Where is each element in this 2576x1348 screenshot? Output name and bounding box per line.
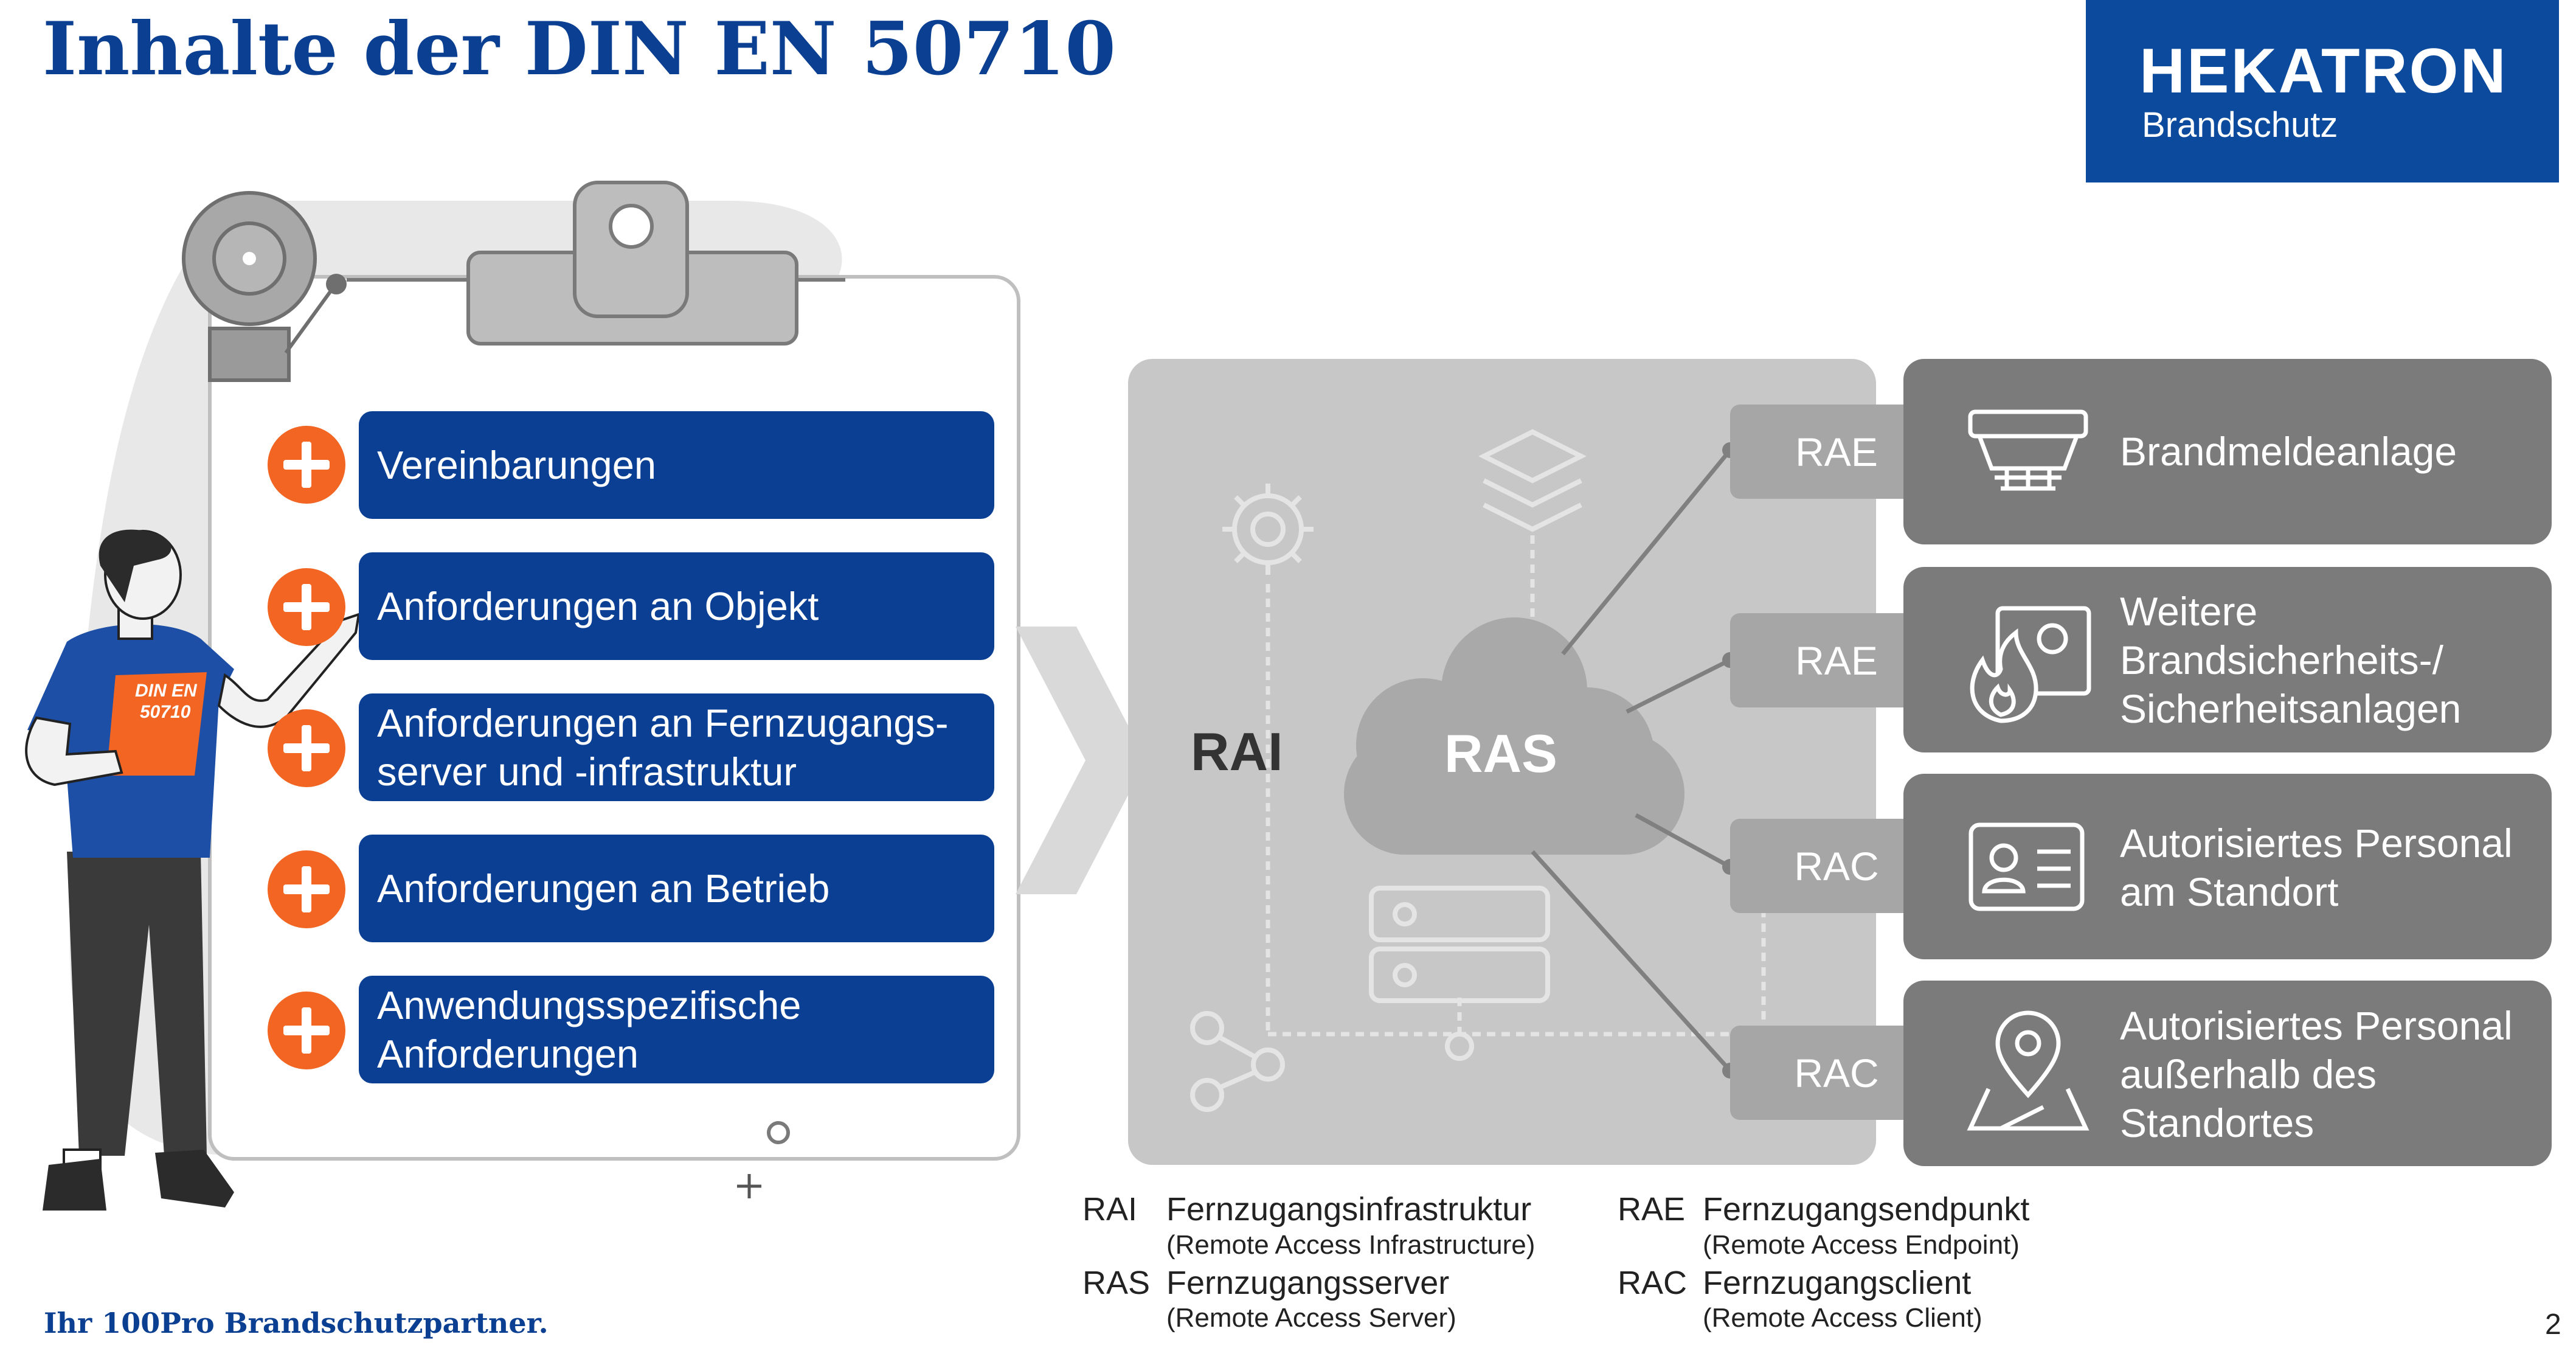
legend-abbr: RAS bbox=[1082, 1265, 1151, 1301]
plus-icon bbox=[268, 426, 345, 504]
legend-en: (Remote Access Server) bbox=[1166, 1303, 1456, 1333]
destination-label: Brandmeldeanlage bbox=[2120, 427, 2457, 476]
content-item-label: Vereinbarungen bbox=[377, 442, 656, 487]
page-title: Inhalte der DIN EN 50710 bbox=[43, 6, 1116, 92]
arrow-icon bbox=[1016, 627, 1146, 894]
shirt-text-line2: 50710 bbox=[140, 702, 191, 722]
destination-label: Autorisiertes Personal außerhalb des Sta… bbox=[2120, 1001, 2513, 1147]
legend-name: Fernzugangsinfrastruktur bbox=[1166, 1191, 1532, 1228]
legend-en: (Remote Access Endpoint) bbox=[1703, 1230, 2020, 1260]
legend-name: Fernzugangsserver bbox=[1166, 1265, 1450, 1301]
legend-en: (Remote Access Infrastructure) bbox=[1166, 1230, 1536, 1260]
content-item-betrieb: Anforderungen an Betrieb bbox=[359, 835, 994, 942]
content-item-vereinbarungen: Vereinbarungen bbox=[359, 411, 994, 519]
destination-line: Autorisiertes Personal bbox=[2120, 1003, 2513, 1048]
plus-icon bbox=[268, 568, 345, 646]
person-illustration: DIN EN 50710 bbox=[25, 529, 361, 1211]
destination-line: Sicherheitsanlagen bbox=[2120, 686, 2462, 731]
logo-brand: HEKATRON bbox=[2139, 36, 2508, 106]
plus-icon bbox=[268, 709, 345, 787]
destination-line: Autorisiertes Personal bbox=[2120, 821, 2513, 866]
ras-label: RAS bbox=[1444, 723, 1557, 783]
destination-line: am Standort bbox=[2120, 869, 2339, 914]
content-item-anwendungsspezifisch: Anwendungsspezifische Anforderungen bbox=[359, 976, 994, 1083]
destination-line: Standortes bbox=[2120, 1100, 2315, 1145]
legend-abbr: RAC bbox=[1618, 1265, 1688, 1301]
legend-abbr: RAI bbox=[1082, 1191, 1138, 1228]
plus-icon bbox=[268, 850, 345, 928]
content-item-objekt: Anforderungen an Objekt bbox=[359, 552, 994, 660]
destination-line: Brandmeldeanlage bbox=[2120, 429, 2457, 474]
destination-label: Weitere Brandsicherheits-/ Sicherheitsan… bbox=[2120, 587, 2461, 733]
content-item-label: Anforderungen an Betrieb bbox=[377, 866, 830, 911]
destination-line: Brandsicherheits-/ bbox=[2120, 638, 2443, 683]
legend-en: (Remote Access Client) bbox=[1703, 1303, 1982, 1333]
legend-abbr: RAE bbox=[1618, 1191, 1686, 1228]
fire-safety-icon bbox=[1970, 606, 2091, 723]
hekatron-logo: HEKATRON Brandschutz bbox=[2086, 0, 2559, 182]
legend-name: Fernzugangsclient bbox=[1703, 1265, 1972, 1301]
footer-tagline: Ihr 100Pro Brandschutzpartner. bbox=[44, 1307, 549, 1339]
content-item-label: Anwendungsspezifische bbox=[377, 982, 802, 1027]
content-item-label: Anforderungen an Objekt bbox=[377, 583, 819, 628]
legend-name: Fernzugangsendpunkt bbox=[1703, 1191, 2030, 1228]
page-number: 2 bbox=[2545, 1308, 2561, 1341]
map-pin-icon bbox=[1967, 1010, 2090, 1131]
smoke-detector-icon bbox=[1968, 409, 2088, 491]
plus-icon bbox=[268, 992, 345, 1069]
logo-subtitle: Brandschutz bbox=[2142, 105, 2338, 145]
content-item-label: Anforderungen bbox=[377, 1031, 639, 1076]
shirt-text-line1: DIN EN bbox=[135, 681, 198, 701]
destination-line: Weitere bbox=[2120, 589, 2258, 634]
remote-access-diagram bbox=[1128, 359, 1876, 1165]
destination-line: außerhalb des bbox=[2120, 1052, 2377, 1097]
rai-label: RAI bbox=[1191, 721, 1283, 782]
destination-label: Autorisiertes Personal am Standort bbox=[2120, 819, 2513, 916]
destination-box bbox=[1903, 359, 2552, 544]
content-item-label: server und -infrastruktur bbox=[377, 749, 797, 794]
content-item-fernzugangsserver: Anforderungen an Fernzugangs- server und… bbox=[359, 693, 994, 801]
content-item-label: Anforderungen an Fernzugangs- bbox=[377, 700, 949, 745]
id-card-icon bbox=[1968, 822, 2085, 911]
